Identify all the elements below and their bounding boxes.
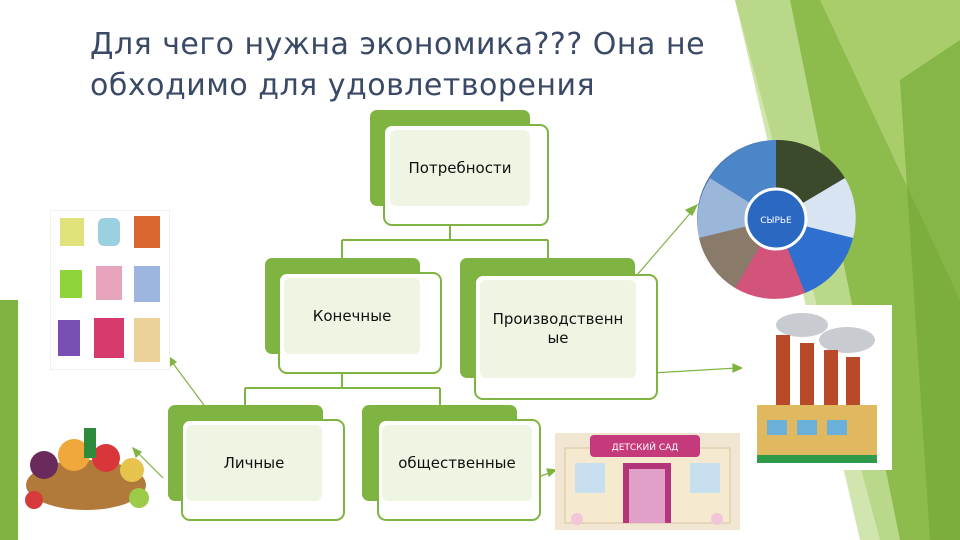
kindergarten-picture: ДЕТСКИЙ САД: [555, 433, 740, 530]
node-label-lichnye: Личные: [186, 425, 322, 501]
kindergarten-sign: ДЕТСКИЙ САД: [612, 441, 679, 453]
node-label-potrebnosti: Потребности: [390, 130, 530, 206]
factory-picture: [742, 305, 892, 470]
slide-title: Для чего нужна экономика??? Она не обход…: [90, 27, 706, 103]
raw-materials-picture: СЫРЬЕ: [697, 139, 856, 299]
node-label-konechnye: Конечные: [284, 278, 420, 354]
food-basket-picture: [25, 428, 149, 510]
node-label-proizvodstvennye: Производственн ые: [480, 280, 636, 378]
clothes-picture: [50, 210, 170, 370]
raw-materials-label: СЫРЬЕ: [760, 216, 792, 226]
node-label-obshchestvennye: общественные: [382, 425, 532, 501]
